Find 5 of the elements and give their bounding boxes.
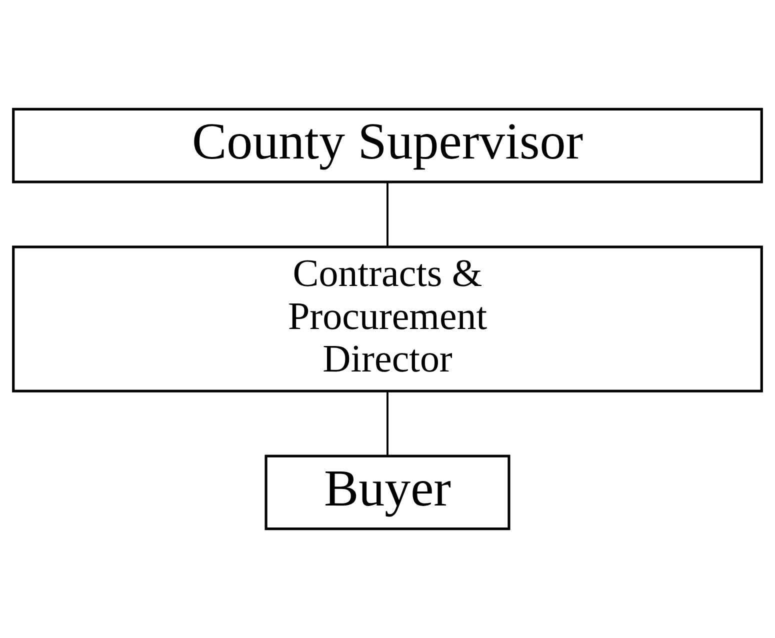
connector xyxy=(386,182,388,247)
node-box: Buyer xyxy=(264,454,510,530)
node-box: County Supervisor xyxy=(12,108,763,184)
connector xyxy=(386,391,388,456)
node-box: Contracts & Procurement Director xyxy=(12,246,763,392)
